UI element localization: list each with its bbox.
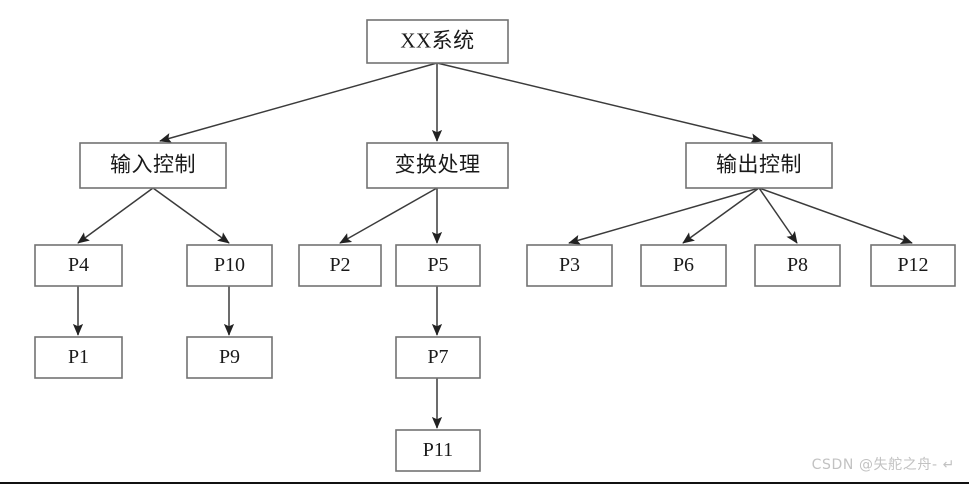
node-box-n_out[interactable] <box>685 142 833 189</box>
node-label-n_tr: 变换处理 <box>395 152 481 176</box>
node-label-p11: P11 <box>423 439 453 461</box>
node-label-p10: P10 <box>214 254 245 276</box>
node-n_in[interactable]: 输入控制 <box>79 142 227 189</box>
node-box-p2[interactable] <box>298 244 382 287</box>
edge-n_out-to-p6 <box>682 187 760 244</box>
node-box-root[interactable] <box>366 19 509 64</box>
node-p6[interactable]: P6 <box>640 244 727 287</box>
node-p2[interactable]: P2 <box>298 244 382 287</box>
node-label-p12: P12 <box>897 254 928 276</box>
node-label-p3: P3 <box>559 254 580 276</box>
node-p7[interactable]: P7 <box>395 336 481 379</box>
node-box-p4[interactable] <box>34 244 123 287</box>
node-label-p9: P9 <box>219 346 240 368</box>
edge-n_tr-to-p2 <box>339 187 438 244</box>
node-box-p9[interactable] <box>186 336 273 379</box>
node-label-root: XX系统 <box>400 28 474 52</box>
node-p8[interactable]: P8 <box>754 244 841 287</box>
node-box-n_in[interactable] <box>79 142 227 189</box>
edge-n_out-to-p12 <box>758 187 913 245</box>
node-p4[interactable]: P4 <box>34 244 123 287</box>
node-p9[interactable]: P9 <box>186 336 273 379</box>
edge-n_in-to-p4 <box>77 187 154 244</box>
node-label-p1: P1 <box>68 346 89 368</box>
node-label-p2: P2 <box>329 254 350 276</box>
node-p3[interactable]: P3 <box>526 244 613 287</box>
node-p10[interactable]: P10 <box>186 244 273 287</box>
node-box-p6[interactable] <box>640 244 727 287</box>
edge-n_in-to-p10 <box>152 187 230 244</box>
node-root[interactable]: XX系统 <box>366 19 509 64</box>
node-p5[interactable]: P5 <box>395 244 481 287</box>
node-label-p6: P6 <box>673 254 694 276</box>
node-box-p5[interactable] <box>395 244 481 287</box>
node-p11[interactable]: P11 <box>395 429 481 472</box>
node-box-p7[interactable] <box>395 336 481 379</box>
node-box-p8[interactable] <box>754 244 841 287</box>
node-label-n_in: 输入控制 <box>110 152 196 176</box>
node-n_out[interactable]: 输出控制 <box>685 142 833 189</box>
edge-root-to-n_in <box>159 62 438 143</box>
node-p1[interactable]: P1 <box>34 336 123 379</box>
node-label-n_out: 输出控制 <box>716 152 802 176</box>
edge-root-to-n_out <box>436 62 763 144</box>
node-label-p8: P8 <box>787 254 808 276</box>
node-box-n_tr[interactable] <box>366 142 509 189</box>
edge-n_out-to-p3 <box>568 187 760 245</box>
node-label-p5: P5 <box>427 254 448 276</box>
node-box-p11[interactable] <box>395 429 481 472</box>
node-label-p7: P7 <box>427 346 448 368</box>
node-box-p12[interactable] <box>870 244 956 287</box>
node-box-p1[interactable] <box>34 336 123 379</box>
csdn-watermark: CSDN @失舵之舟- ↵ <box>811 457 955 473</box>
node-label-p4: P4 <box>68 254 89 276</box>
edge-n_out-to-p8 <box>758 187 798 244</box>
node-p12[interactable]: P12 <box>870 244 956 287</box>
edges-layer <box>72 62 913 429</box>
node-box-p3[interactable] <box>526 244 613 287</box>
node-box-p10[interactable] <box>186 244 273 287</box>
node-n_tr[interactable]: 变换处理 <box>366 142 509 189</box>
